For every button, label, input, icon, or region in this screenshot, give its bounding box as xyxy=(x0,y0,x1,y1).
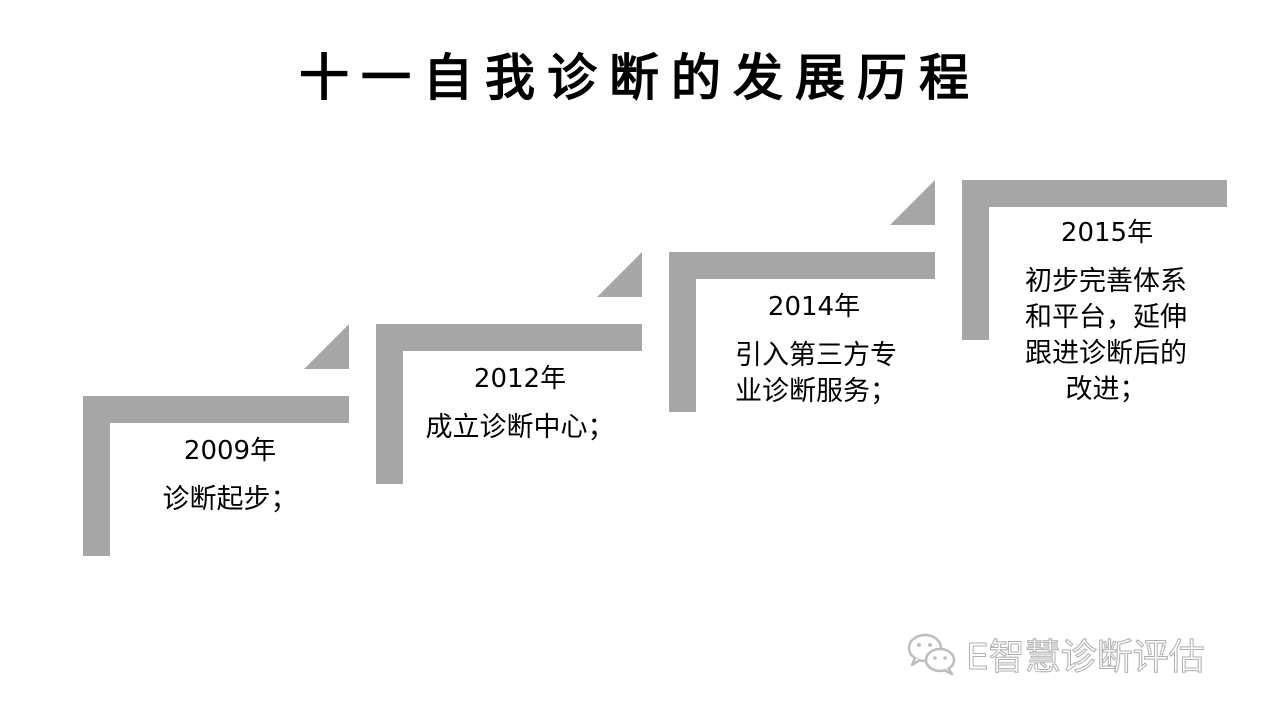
step-2012-top-bar xyxy=(376,324,642,351)
step-2009-left-bar xyxy=(83,396,110,556)
step-2009-desc: 诊断起步； xyxy=(162,484,298,515)
step-2012-left-bar xyxy=(376,324,403,484)
step-2014-desc: 引入第三方专 业诊断服务； xyxy=(735,340,897,407)
step-2014-year: 2014年 xyxy=(767,292,861,322)
step-2012-desc: 成立诊断中心； xyxy=(425,412,615,443)
watermark-text: E智慧诊断评估 xyxy=(966,637,1206,679)
step-2015-desc: 初步完善体系 和平台，延伸 跟进诊断后的 改进； xyxy=(1025,266,1187,405)
page-title: 十一自我诊断的发展历程 xyxy=(299,48,981,107)
step-2014-left-bar xyxy=(669,252,696,412)
wechat-icon xyxy=(907,633,956,676)
step-2009-arrow-tip xyxy=(304,324,349,369)
step-2015-top-bar xyxy=(962,180,1227,207)
step-2012-year: 2012年 xyxy=(473,364,567,394)
watermark: E智慧诊断评估 xyxy=(906,624,1205,684)
step-2012-arrow-tip xyxy=(597,252,642,297)
step-2014-arrow-tip xyxy=(890,180,935,225)
step-2009-top-bar xyxy=(83,396,349,423)
step-2009-year: 2009年 xyxy=(183,436,277,466)
step-2015-left-bar xyxy=(962,180,989,340)
step-2015-year: 2015年 xyxy=(1060,218,1154,248)
step-2014-top-bar xyxy=(669,252,935,279)
